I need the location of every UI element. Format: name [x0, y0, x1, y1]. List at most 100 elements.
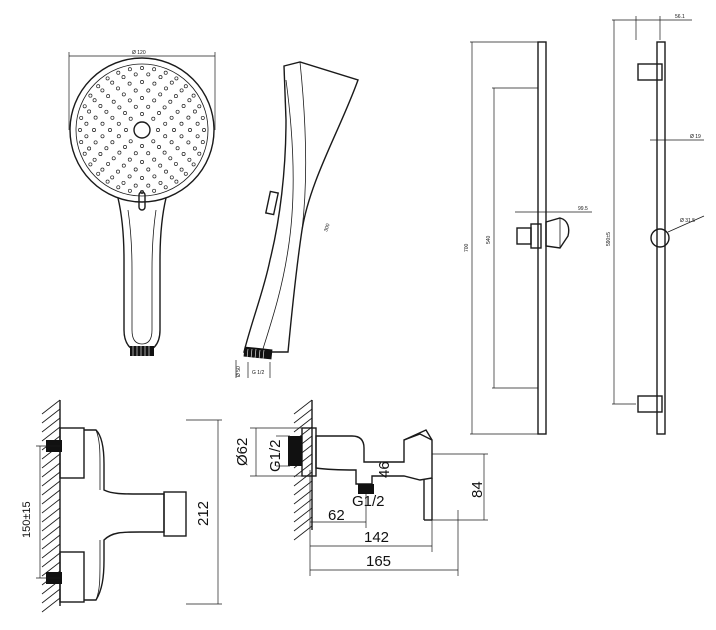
nozzle — [200, 115, 205, 120]
nozzle — [151, 116, 156, 121]
nozzle — [105, 76, 110, 81]
nozzle — [106, 94, 111, 99]
nozzle — [140, 66, 144, 70]
rail-height-label: 700 — [464, 243, 470, 252]
nozzle — [174, 76, 179, 81]
mixer-height-label: 212 — [195, 501, 212, 526]
holder-size-label: 99.5 — [578, 206, 588, 212]
base-thread-label: G 1/2 — [252, 370, 264, 376]
nozzle — [88, 162, 93, 167]
nozzle — [116, 185, 121, 190]
nozzle — [133, 72, 138, 77]
nozzle — [140, 144, 144, 148]
nozzle — [172, 128, 176, 132]
nozzle — [162, 150, 167, 155]
nozzle — [140, 176, 144, 180]
nozzle — [96, 84, 101, 89]
nozzle — [93, 115, 98, 120]
nozzle — [87, 146, 92, 151]
nozzle — [146, 72, 151, 77]
nozzle — [124, 128, 128, 132]
nozzle — [183, 171, 188, 176]
upper-inlet-flange — [59, 427, 85, 479]
base-diameter-label: Ø 50 — [236, 366, 242, 377]
nozzle — [128, 139, 133, 144]
nozzle — [158, 75, 163, 80]
side-outlet-thread — [358, 484, 374, 494]
nozzle — [100, 167, 105, 172]
nozzle — [140, 112, 144, 116]
shower-head-rim — [69, 57, 215, 203]
nozzle — [133, 167, 138, 172]
side-connector-thread — [243, 346, 273, 360]
nozzle — [157, 111, 161, 115]
connector-thread — [130, 346, 154, 356]
body-depth-label: 142 — [364, 529, 389, 546]
nozzle — [110, 140, 115, 145]
nozzle — [140, 80, 144, 84]
nozzle — [92, 157, 97, 162]
nozzle — [152, 157, 157, 162]
nozzle — [96, 171, 101, 176]
nozzle-pattern — [78, 66, 206, 194]
nozzle — [133, 183, 138, 188]
nozzle — [195, 121, 200, 126]
outlet-distance-label: 62 — [328, 507, 345, 524]
nozzle — [183, 84, 188, 89]
nozzle — [127, 81, 132, 86]
nozzle — [179, 88, 184, 93]
nozzle — [158, 180, 163, 185]
mount-spacing-label: 590±5 — [606, 232, 612, 246]
nozzle — [127, 174, 132, 179]
nozzle — [173, 161, 178, 166]
nozzle — [133, 88, 138, 93]
holder-knob — [545, 217, 570, 249]
mixer-body-outline — [84, 429, 165, 601]
nozzle — [164, 169, 168, 174]
nozzle — [121, 163, 126, 168]
nozzle — [111, 156, 116, 161]
slider-knob — [650, 228, 670, 248]
nozzle — [187, 98, 192, 103]
nozzle — [110, 175, 115, 180]
handshower-diameter-label: Ø 120 — [132, 50, 146, 56]
nozzle — [127, 157, 132, 162]
nozzle — [79, 140, 84, 145]
nozzle — [87, 109, 92, 114]
nozzle — [152, 67, 157, 72]
nozzle — [84, 134, 89, 139]
nozzle — [169, 175, 174, 180]
nozzle — [179, 167, 184, 172]
lever-top — [403, 429, 433, 441]
nozzle — [106, 161, 111, 166]
nozzle — [163, 185, 168, 190]
nozzle — [123, 145, 127, 149]
nozzle — [78, 128, 82, 132]
wall-hatching-side — [293, 399, 313, 541]
nozzle — [116, 70, 121, 75]
nozzle — [197, 104, 202, 109]
nozzle — [168, 99, 173, 104]
nozzle — [179, 121, 184, 126]
center-button — [133, 121, 151, 139]
nozzle — [117, 105, 122, 110]
nozzle — [116, 134, 121, 139]
nozzle — [111, 99, 116, 104]
nozzle — [146, 104, 151, 109]
outlet-thread-label: G1/2 — [352, 493, 385, 510]
nozzle — [200, 140, 205, 145]
outer-diameter-label: Ø62 — [234, 438, 251, 466]
nozzle — [108, 128, 112, 132]
nozzle — [121, 75, 126, 80]
nozzle — [202, 128, 206, 132]
mode-selector — [138, 191, 146, 211]
nozzle — [186, 115, 191, 120]
nozzle — [163, 121, 168, 126]
nozzle — [84, 121, 89, 126]
nozzle — [158, 92, 163, 97]
nozzle — [110, 80, 115, 85]
nozzle — [110, 115, 115, 120]
total-depth-label: 165 — [366, 553, 391, 570]
handshower-front-view: Ø 120 — [68, 50, 216, 356]
